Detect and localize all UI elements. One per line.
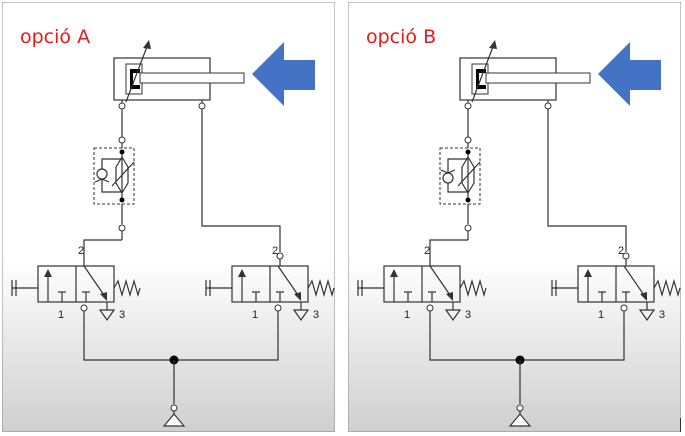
return-spring [113,278,141,298]
circuit: 2 1 3 2 1 3 [11,40,335,427]
pipe-line [547,109,627,252]
panel-option-a: 2 1 3 2 1 3 opció A [2,2,335,432]
return-spring [307,278,335,298]
exhaust-triangle [638,309,656,322]
flow-arrowhead [100,292,107,301]
port-label-3: 3 [119,309,125,321]
directional-valve-1: 2 1 3 [357,245,487,322]
return-spring [653,278,681,298]
port-connector [426,304,434,312]
port-connector [620,304,628,312]
supply-line [429,311,625,361]
port-label-2: 2 [272,245,278,257]
check-ball [442,172,454,184]
port-label-2: 2 [78,245,84,257]
pipe-line [83,239,122,264]
port-connector [118,224,126,232]
junction-dot [119,197,125,203]
pneumatic-circuit-b: 2 1 3 2 1 3 [348,2,681,432]
panel-title: opció A [20,26,91,48]
check-seat [94,178,110,183]
junction-dot [465,149,471,155]
junction-dot [465,197,471,203]
flow-path [623,265,647,299]
flow-arrowhead [294,292,301,301]
restrictor-arc [121,156,129,194]
port-label-2: 2 [424,245,430,257]
adjust-arrow [111,161,135,187]
adjust-arrow [457,161,481,187]
port-connector [464,224,472,232]
pneumatic-circuit-a: 2 1 3 2 1 3 [2,2,335,432]
piston-rod [485,72,591,84]
port-connector [274,304,282,312]
port-connector [118,136,126,144]
port-connector [198,102,206,110]
flow-arrowhead [390,269,398,277]
flow-arrowhead [584,269,592,277]
port-connector [544,102,552,110]
supply-line [83,311,279,361]
flow-path [83,265,107,299]
pressure-source [508,413,532,427]
exhaust-triangle [444,309,462,322]
port-label-3: 3 [659,309,665,321]
pipe-line [201,109,281,252]
junction-dot [119,149,125,155]
double-acting-cylinder [113,40,245,103]
port-label-1: 1 [404,309,410,321]
adjust-arrowhead [143,40,151,49]
load-arrow [598,42,661,106]
restrictor-arc [461,156,469,194]
double-acting-cylinder [459,40,591,103]
adjust-arrow [125,43,149,103]
piston-slot [479,73,486,85]
flow-control-valve [93,147,135,205]
piston-slot [133,73,140,85]
circuit: 2 1 3 2 1 3 [357,40,681,427]
flow-arrowhead [44,269,52,277]
port-connector [464,136,472,144]
panel-title: opció B [366,26,437,48]
port-connector [80,304,88,312]
pressure-source [162,413,186,427]
flow-arrowhead [640,292,647,301]
check-seat [440,169,456,174]
check-ball [96,168,108,180]
port-connector [118,102,126,110]
directional-valve-1: 2 1 3 [11,245,141,322]
flow-path [277,265,301,299]
port-connector [464,102,472,110]
load-arrow [252,42,315,106]
exhaust-triangle [292,309,310,322]
port-label-1: 1 [252,309,258,321]
panel-option-b: 2 1 3 2 1 3 opció B [348,2,681,432]
directional-valve-2: 2 1 3 [551,245,681,322]
restrictor-arc [467,156,475,194]
adjust-arrowhead [489,40,497,49]
port-label-1: 1 [58,309,64,321]
port-label-3: 3 [313,309,319,321]
flow-control-housing [439,147,481,205]
exhaust-triangle [98,309,116,322]
port-label-1: 1 [598,309,604,321]
flow-control-housing [93,147,135,205]
adjust-arrow [471,43,495,103]
directional-valve-2: 2 1 3 [205,245,335,322]
port-label-3: 3 [465,309,471,321]
port-label-2: 2 [618,245,624,257]
pipe-line [429,239,468,264]
restrictor-arc [115,156,123,194]
flow-arrowhead [446,292,453,301]
flow-path [429,265,453,299]
piston-rod [139,72,245,84]
return-spring [459,278,487,298]
port-connector [170,404,178,412]
flow-arrowhead [238,269,246,277]
port-connector [516,404,524,412]
flow-control-valve [439,147,481,205]
text-cursor [680,418,681,432]
